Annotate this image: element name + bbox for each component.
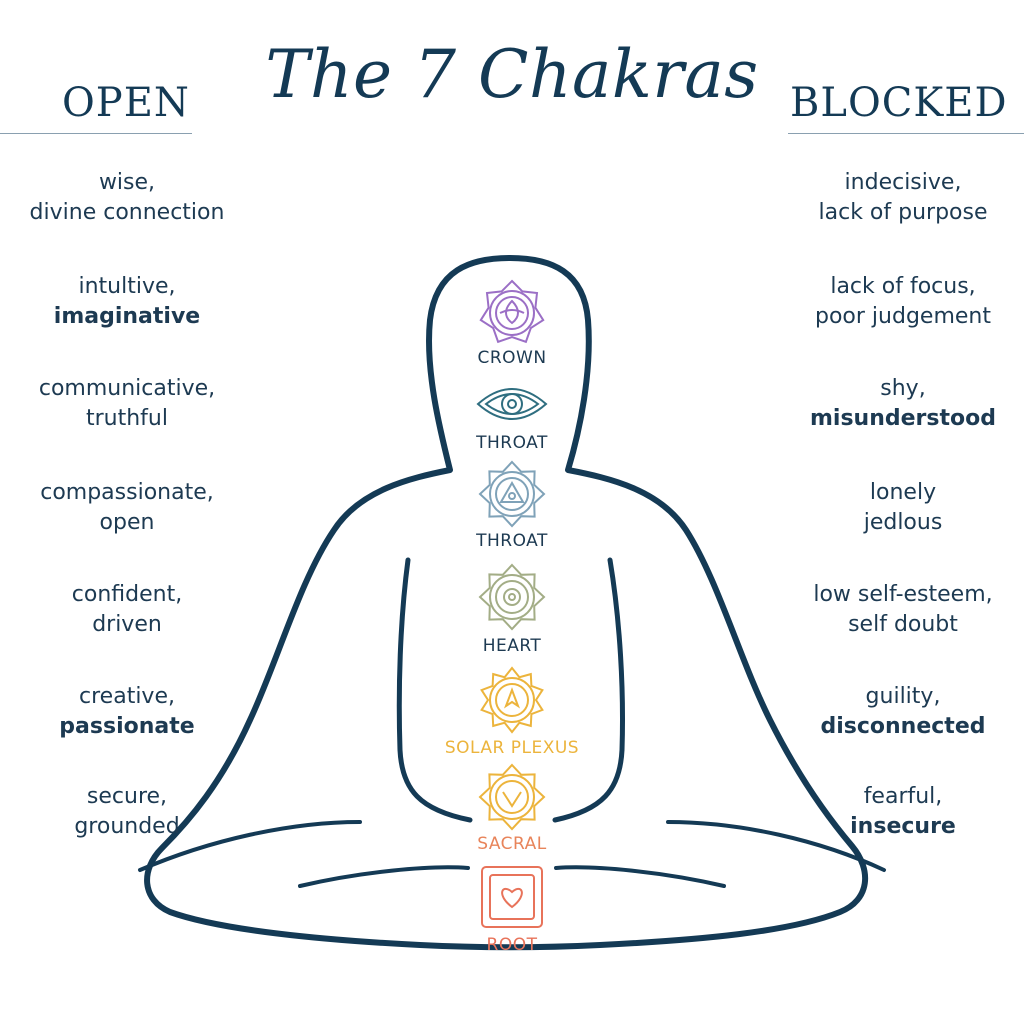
blocked-trait: lonely jedlous: [778, 478, 1024, 538]
left-shin: [298, 865, 470, 888]
chakra-label: HEART: [482, 636, 542, 656]
triangle-icon: [478, 460, 546, 528]
right-leg-fold: [666, 820, 886, 872]
body-outline: [144, 255, 869, 951]
blocked-trait-line1: low self-esteem,: [813, 582, 993, 607]
open-trait: intultive, imaginative: [2, 272, 252, 332]
open-trait: confident, driven: [2, 580, 252, 640]
blocked-trait: shy, misunderstood: [778, 374, 1024, 434]
open-trait-line2: passionate: [59, 714, 195, 739]
blocked-trait-line2: poor judgement: [815, 304, 991, 329]
right-shin: [554, 865, 726, 888]
chakra-label: CROWN: [477, 348, 547, 368]
open-trait-line1: intultive,: [78, 274, 176, 299]
page-title: The 7 Chakras: [265, 36, 759, 113]
circle-icon: [478, 563, 546, 631]
open-trait-line2: imaginative: [53, 304, 201, 329]
blocked-trait-line1: indecisive,: [844, 170, 962, 195]
open-trait-line1: communicative,: [38, 376, 216, 401]
open-trait-line2: divine connection: [29, 200, 225, 225]
open-heading-rule: [0, 133, 192, 134]
open-trait-line2: open: [99, 510, 155, 535]
open-trait: secure, grounded: [2, 782, 252, 842]
open-trait: creative, passionate: [2, 682, 252, 742]
open-trait-line1: confident,: [71, 582, 183, 607]
blocked-heading-rule: [788, 133, 1024, 134]
blocked-trait: low self-esteem, self doubt: [778, 580, 1024, 640]
open-trait: compassionate, open: [2, 478, 252, 538]
chakra-label: SOLAR PLEXUS: [444, 738, 580, 758]
blocked-trait-line1: lack of focus,: [830, 274, 976, 299]
blocked-trait: indecisive, lack of purpose: [778, 168, 1024, 228]
open-trait-line2: grounded: [74, 814, 180, 839]
open-trait-line1: wise,: [98, 170, 156, 195]
blocked-trait-line1: fearful,: [863, 784, 943, 809]
blocked-trait: lack of focus, poor judgement: [778, 272, 1024, 332]
blocked-trait-line2: disconnected: [820, 714, 986, 739]
chakra-label: SACRAL: [477, 834, 547, 854]
eye-icon: [476, 388, 548, 420]
open-trait-line1: secure,: [86, 784, 168, 809]
open-trait: wise, divine connection: [2, 168, 252, 228]
open-trait-line2: driven: [92, 612, 162, 637]
blocked-trait: fearful, insecure: [778, 782, 1024, 842]
open-trait: communicative, truthful: [2, 374, 252, 434]
open-trait-line1: creative,: [79, 684, 175, 709]
blocked-trait-line1: lonely: [869, 480, 937, 505]
right-inner-arm: [552, 557, 625, 823]
blocked-trait-line2: jedlous: [863, 510, 943, 535]
blocked-heading: BLOCKED: [790, 80, 1008, 126]
lotus-crown-icon: [479, 279, 545, 344]
heart-square-icon: [481, 866, 543, 928]
left-inner-arm: [396, 557, 473, 823]
drop-icon: [478, 763, 546, 831]
blocked-trait-line2: misunderstood: [810, 406, 996, 431]
blocked-trait-line2: lack of purpose: [818, 200, 988, 225]
chakra-label: THROAT: [476, 433, 548, 453]
open-heading: OPEN: [62, 80, 190, 126]
open-trait-line1: compassionate,: [40, 480, 214, 505]
flame-icon: [480, 666, 544, 734]
blocked-trait-line1: guility,: [865, 684, 941, 709]
blocked-trait-line1: shy,: [880, 376, 926, 401]
blocked-trait: guility, disconnected: [778, 682, 1024, 742]
blocked-trait-line2: self doubt: [848, 612, 958, 637]
open-trait-line2: truthful: [86, 406, 168, 431]
chakra-label: ROOT: [486, 935, 538, 955]
left-leg-fold: [138, 820, 362, 872]
blocked-trait-line2: insecure: [850, 814, 956, 839]
chakra-label: THROAT: [476, 531, 548, 551]
